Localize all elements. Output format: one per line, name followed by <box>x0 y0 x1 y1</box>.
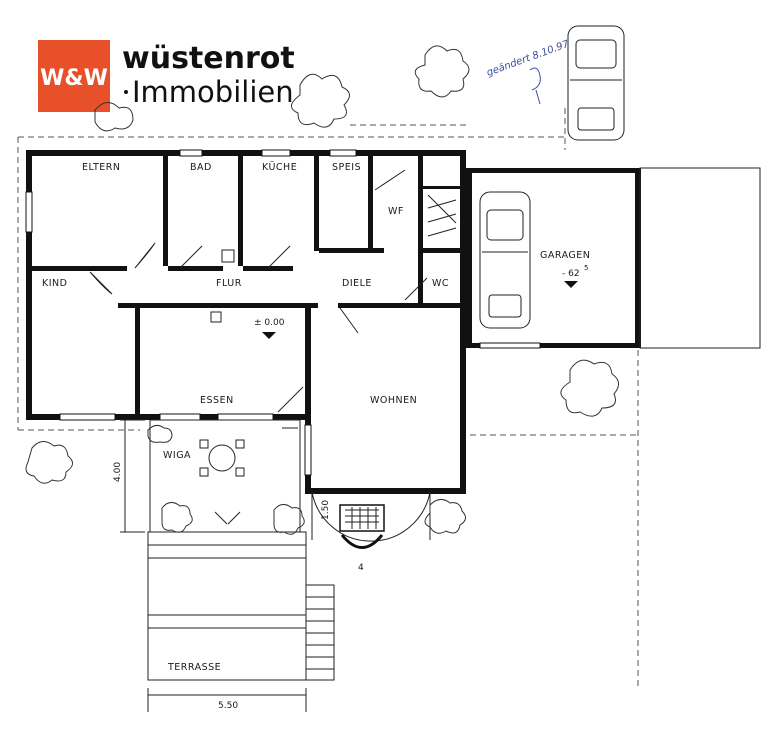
logo-badge-text: W&W <box>40 66 108 91</box>
dimension-terrace: 5.50 <box>147 688 307 712</box>
room-label-terrasse: TERRASSE <box>167 662 221 673</box>
entrance-area: 1.50 4 <box>311 491 431 573</box>
terrace <box>147 531 335 681</box>
garage-car-icon <box>479 191 531 329</box>
room-label-speis: SPEIS <box>332 162 361 173</box>
room-label-wf: WF <box>388 206 404 217</box>
room-label-essen: ESSEN <box>200 395 234 406</box>
room-label-wc: WC <box>432 278 449 289</box>
level-label-ground: ± 0.00 <box>254 318 285 328</box>
logo-dot <box>124 90 128 94</box>
room-label-eltern: ELTERN <box>82 162 121 173</box>
level-marker-ground: ± 0.00 <box>254 318 285 339</box>
logo-subline-text: Immobilien <box>132 75 294 109</box>
table-icon <box>208 444 236 472</box>
house-walls <box>26 150 466 494</box>
garage <box>466 167 761 349</box>
stairs-wf <box>427 194 457 237</box>
wiga-area <box>149 419 301 533</box>
wuestenrot-logo: W&W wüstenrot Immobilien <box>38 40 295 112</box>
entrance-number-label: 4 <box>358 563 364 573</box>
terrace-width-label: 5.50 <box>218 701 238 711</box>
level-label-garage: - 62 <box>562 269 580 279</box>
room-label-bad: BAD <box>190 162 212 173</box>
logo-badge <box>38 40 110 112</box>
dimension-wiga: 4.00 <box>113 419 145 533</box>
wiga-depth-label: 4.00 <box>113 462 123 482</box>
level-triangle-icon <box>564 281 578 288</box>
logo-brand-text: wüstenrot <box>122 41 295 76</box>
tree-icons <box>25 45 619 535</box>
handwritten-note: geändert 8.10.97 <box>485 39 571 79</box>
room-label-kind: KIND <box>42 278 67 289</box>
room-label-diele: DIELE <box>342 278 372 289</box>
level-label-garage-sup: 5 <box>584 264 588 272</box>
room-label-kueche: KÜCHE <box>262 162 297 173</box>
windows <box>25 149 357 476</box>
room-label-wohnen: WOHNEN <box>370 395 417 406</box>
door-swings <box>89 169 428 413</box>
level-marker-garage: - 62 5 <box>562 264 588 288</box>
room-label-flur: FLUR <box>216 278 242 289</box>
entrance-depth-label: 1.50 <box>321 500 331 520</box>
property-lines <box>17 108 640 690</box>
room-label-wiga: WIGA <box>163 450 191 461</box>
handwritten-signature <box>529 67 541 105</box>
level-triangle-icon <box>262 332 276 339</box>
room-label-garagen: GARAGEN <box>540 250 590 261</box>
parked-car-icon <box>567 25 625 141</box>
